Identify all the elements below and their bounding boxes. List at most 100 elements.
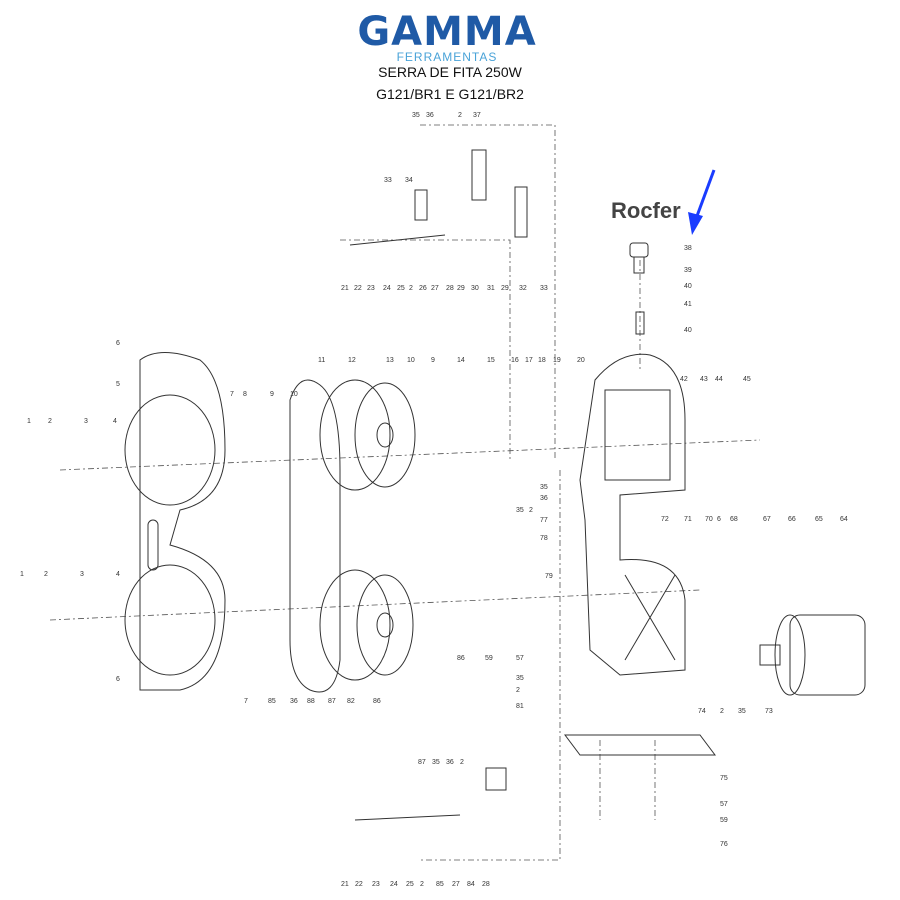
part-number-label: 5 xyxy=(116,381,120,388)
rocfer-annotation: Rocfer xyxy=(611,198,681,223)
part-number-label: 28 xyxy=(446,285,454,292)
upper-blade-guide-assembly xyxy=(349,149,528,246)
part-number-label: 23 xyxy=(372,881,380,888)
part-number-label: 2 xyxy=(420,881,424,888)
part-number-label: 85 xyxy=(436,881,444,888)
part-number-label: 6 xyxy=(116,340,120,347)
part-number-label: 13 xyxy=(386,357,394,364)
part-number-label: 21 xyxy=(341,881,349,888)
part-number-label: 10 xyxy=(290,391,298,398)
part-number-label: 24 xyxy=(390,881,398,888)
part-number-label: 22 xyxy=(355,881,363,888)
part-number-label: 64 xyxy=(840,516,848,523)
part-number-label: 33 xyxy=(384,177,392,184)
part-number-label: 9 xyxy=(431,357,435,364)
part-number-label: 76 xyxy=(720,841,728,848)
part-number-label: 21 xyxy=(341,285,349,292)
part-number-label: 36 xyxy=(426,112,434,119)
part-number-label: 43 xyxy=(700,376,708,383)
part-number-label: 88 xyxy=(307,698,315,705)
part-number-label: 10 xyxy=(407,357,415,364)
part-number-label: 3 xyxy=(84,418,88,425)
part-number-label: 25 xyxy=(397,285,405,292)
part-number-label: 16 xyxy=(511,357,519,364)
part-number-label: 67 xyxy=(763,516,771,523)
part-number-label: 4 xyxy=(116,571,120,578)
part-number-label: 77 xyxy=(540,517,548,524)
part-number-label: 59 xyxy=(720,817,728,824)
part-number-label: 40 xyxy=(684,283,692,290)
part-number-label: 30 xyxy=(471,285,479,292)
part-number-label: 45 xyxy=(743,376,751,383)
part-number-label: 87 xyxy=(418,759,426,766)
part-number-label: 26 xyxy=(419,285,427,292)
part-number-label: 15 xyxy=(487,357,495,364)
part-number-label: 71 xyxy=(684,516,692,523)
part-number-label: 20 xyxy=(577,357,585,364)
part-number-label: 2 xyxy=(48,418,52,425)
motor xyxy=(759,614,866,696)
part-number-label: 37 xyxy=(473,112,481,119)
part-number-label: 2 xyxy=(720,708,724,715)
part-number-label: 1 xyxy=(20,571,24,578)
part-number-label: 3 xyxy=(80,571,84,578)
base-plate xyxy=(564,734,716,756)
part-number-label: 19 xyxy=(553,357,561,364)
part-number-label: 86 xyxy=(457,655,465,662)
brand-subtitle: FERRAMENTAS xyxy=(396,50,498,64)
part-number-label: 36 xyxy=(446,759,454,766)
part-number-label: 2 xyxy=(44,571,48,578)
part-number-label: 40 xyxy=(684,327,692,334)
part-number-label: 4 xyxy=(113,418,117,425)
part-number-label: 35 xyxy=(412,112,420,119)
model-codes: G121/BR1 E G121/BR2 xyxy=(376,86,524,102)
part-number-label: 33 xyxy=(540,285,548,292)
part-number-label: 2 xyxy=(458,112,462,119)
part-number-label: 41 xyxy=(684,301,692,308)
part-number-label: 39 xyxy=(684,267,692,274)
part-number-label: 85 xyxy=(268,698,276,705)
part-number-label: 8 xyxy=(243,391,247,398)
part-number-label: 18 xyxy=(538,357,546,364)
part-number-label: 35 xyxy=(516,507,524,514)
part-number-label: 1 xyxy=(27,418,31,425)
part-number-label: 29 xyxy=(457,285,465,292)
gamma-logo: GAMMA FERRAMENTAS xyxy=(342,12,552,64)
part-number-label: 6 xyxy=(717,516,721,523)
part-number-label: 27 xyxy=(452,881,460,888)
part-number-label: 36 xyxy=(540,495,548,502)
part-number-label: 66 xyxy=(788,516,796,523)
part-number-label: 12 xyxy=(348,357,356,364)
part-number-label: 79 xyxy=(545,573,553,580)
lower-wheel xyxy=(319,569,414,681)
part-number-label: 25 xyxy=(406,881,414,888)
part-number-label: 2 xyxy=(516,687,520,694)
part-number-label: 2 xyxy=(409,285,413,292)
product-title: SERRA DE FITA 250W xyxy=(378,64,522,80)
saw-blade xyxy=(289,379,341,693)
part-number-label: 70 xyxy=(705,516,713,523)
saw-frame xyxy=(579,353,686,676)
part-number-label: 72 xyxy=(661,516,669,523)
brand-name: GAMMA xyxy=(357,9,537,55)
part-number-label: 44 xyxy=(715,376,723,383)
part-number-label: 35 xyxy=(516,675,524,682)
part-number-label: 7 xyxy=(244,698,248,705)
part-number-label: 42 xyxy=(680,376,688,383)
part-number-label: 34 xyxy=(405,177,413,184)
part-number-label: 68 xyxy=(730,516,738,523)
part-number-label: 7 xyxy=(230,391,234,398)
part-number-label: 9 xyxy=(270,391,274,398)
part-number-label: 32 xyxy=(519,285,527,292)
wheel-cover xyxy=(124,352,226,691)
part-number-label: 87 xyxy=(328,698,336,705)
part-number-label: 84 xyxy=(467,881,475,888)
part-number-label: 2 xyxy=(529,507,533,514)
part-number-label: 24 xyxy=(383,285,391,292)
part-number-label: 81 xyxy=(516,703,524,710)
part-number-label: 35 xyxy=(738,708,746,715)
part-number-label: 28 xyxy=(482,881,490,888)
part-number-label: 57 xyxy=(516,655,524,662)
part-number-label: 75 xyxy=(720,775,728,782)
